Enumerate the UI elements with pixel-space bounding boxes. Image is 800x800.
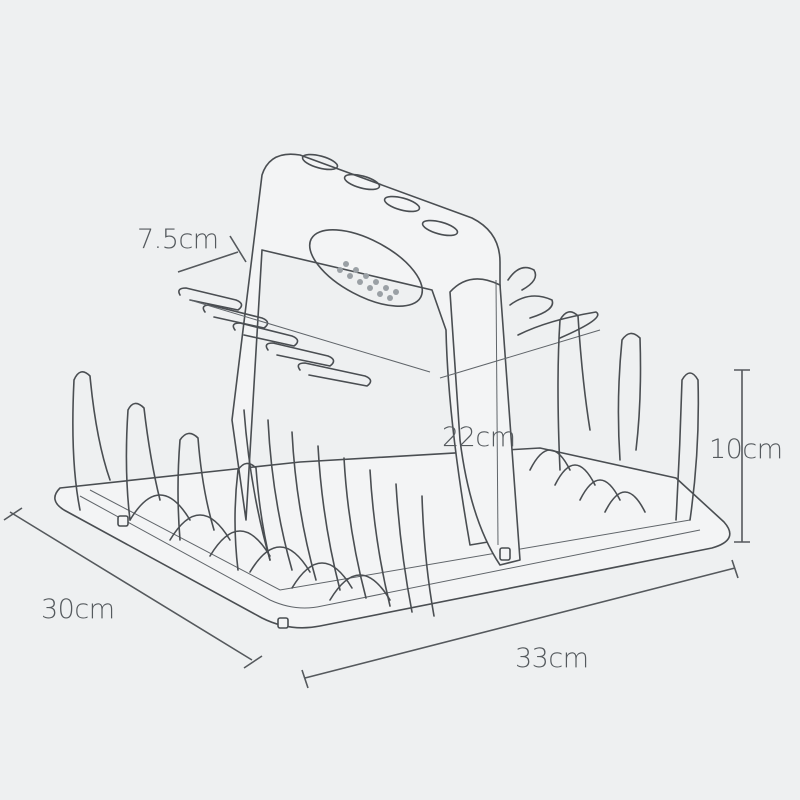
dim-line-prong-width <box>177 235 247 273</box>
dimension-label-prong-width: 7.5cm <box>137 224 219 255</box>
right-tall-prongs <box>557 311 700 521</box>
right-plate <box>449 278 521 566</box>
right-triangle-holders <box>529 449 646 513</box>
dim-line-depth <box>3 507 263 669</box>
dimension-label-depth: 30cm <box>41 594 115 625</box>
dimension-label-prong-height: 10cm <box>709 434 783 465</box>
handle-grip-opening <box>308 229 424 307</box>
dim-line-total-height <box>495 279 499 546</box>
dimension-label-width: 33cm <box>515 643 589 674</box>
dimension-label-total-height: 22cm <box>442 422 516 453</box>
left-small-prongs <box>178 287 431 387</box>
dim-line-width <box>301 559 739 689</box>
left-triangle-holders <box>129 494 391 601</box>
base-tray <box>54 447 731 629</box>
left-tall-prongs <box>72 371 271 571</box>
left-ribs <box>243 409 435 617</box>
dim-line-prong-height <box>734 369 750 543</box>
